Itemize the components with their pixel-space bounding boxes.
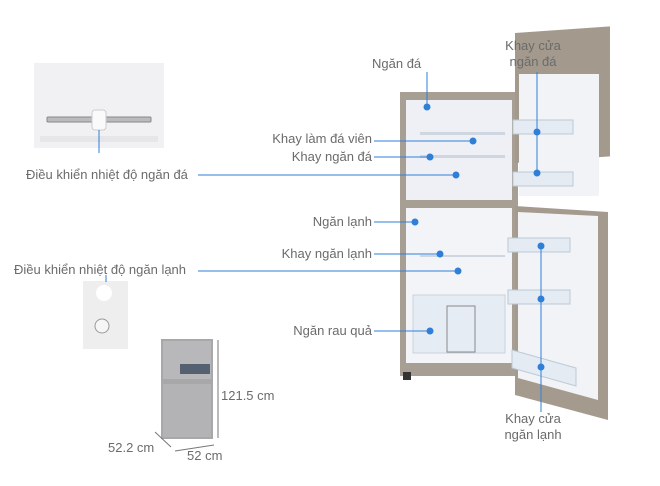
dimension-height: 121.5 cm xyxy=(221,388,275,403)
label-ice-tray: Khay làm đá viên xyxy=(272,131,372,146)
fridge-control-image xyxy=(83,275,128,349)
label-fridge-shelf: Khay ngăn lạnh xyxy=(281,246,372,261)
dimension-width: 52 cm xyxy=(187,448,223,463)
callouts xyxy=(198,72,545,412)
label-freezer-door-tray: Khay cửa ngăn đá xyxy=(498,38,568,70)
label-freezer-shelf: Khay ngăn đá xyxy=(291,149,372,164)
label-fridge-door-tray: Khay cửa ngăn lạnh xyxy=(498,411,568,443)
label-fridge-temp-control: Điều khiển nhiệt độ ngăn lạnh xyxy=(14,262,187,277)
label-line: Khay cửa xyxy=(505,38,561,53)
dimension-depth: 52.2 cm xyxy=(108,440,155,455)
label-crisper: Ngăn rau quả xyxy=(293,323,372,338)
fridge-thumbnail xyxy=(154,339,219,452)
label-fridge: Ngăn lạnh xyxy=(312,214,372,229)
label-line: ngăn lạnh xyxy=(504,427,562,442)
freezer-control-image xyxy=(34,63,164,153)
label-freezer-temp-control: Điều khiển nhiệt độ ngăn đá xyxy=(26,167,188,182)
label-line: Khay cửa xyxy=(505,411,561,426)
fridge-open-image xyxy=(400,26,610,420)
label-line: ngăn đá xyxy=(509,54,557,69)
label-freezer: Ngăn đá xyxy=(372,56,422,71)
